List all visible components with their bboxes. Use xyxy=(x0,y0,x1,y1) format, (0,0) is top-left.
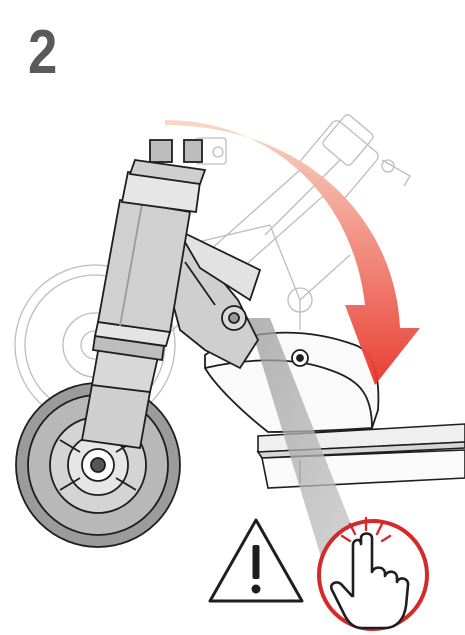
step-number: 2 xyxy=(28,18,57,87)
folding-hinge xyxy=(159,227,262,370)
highlight-beam xyxy=(248,318,365,570)
front-fork-stem xyxy=(80,139,207,450)
curved-fold-arrow-icon xyxy=(165,120,420,385)
pointing-finger-press-icon xyxy=(317,516,429,631)
warning-triangle-icon xyxy=(208,518,304,603)
